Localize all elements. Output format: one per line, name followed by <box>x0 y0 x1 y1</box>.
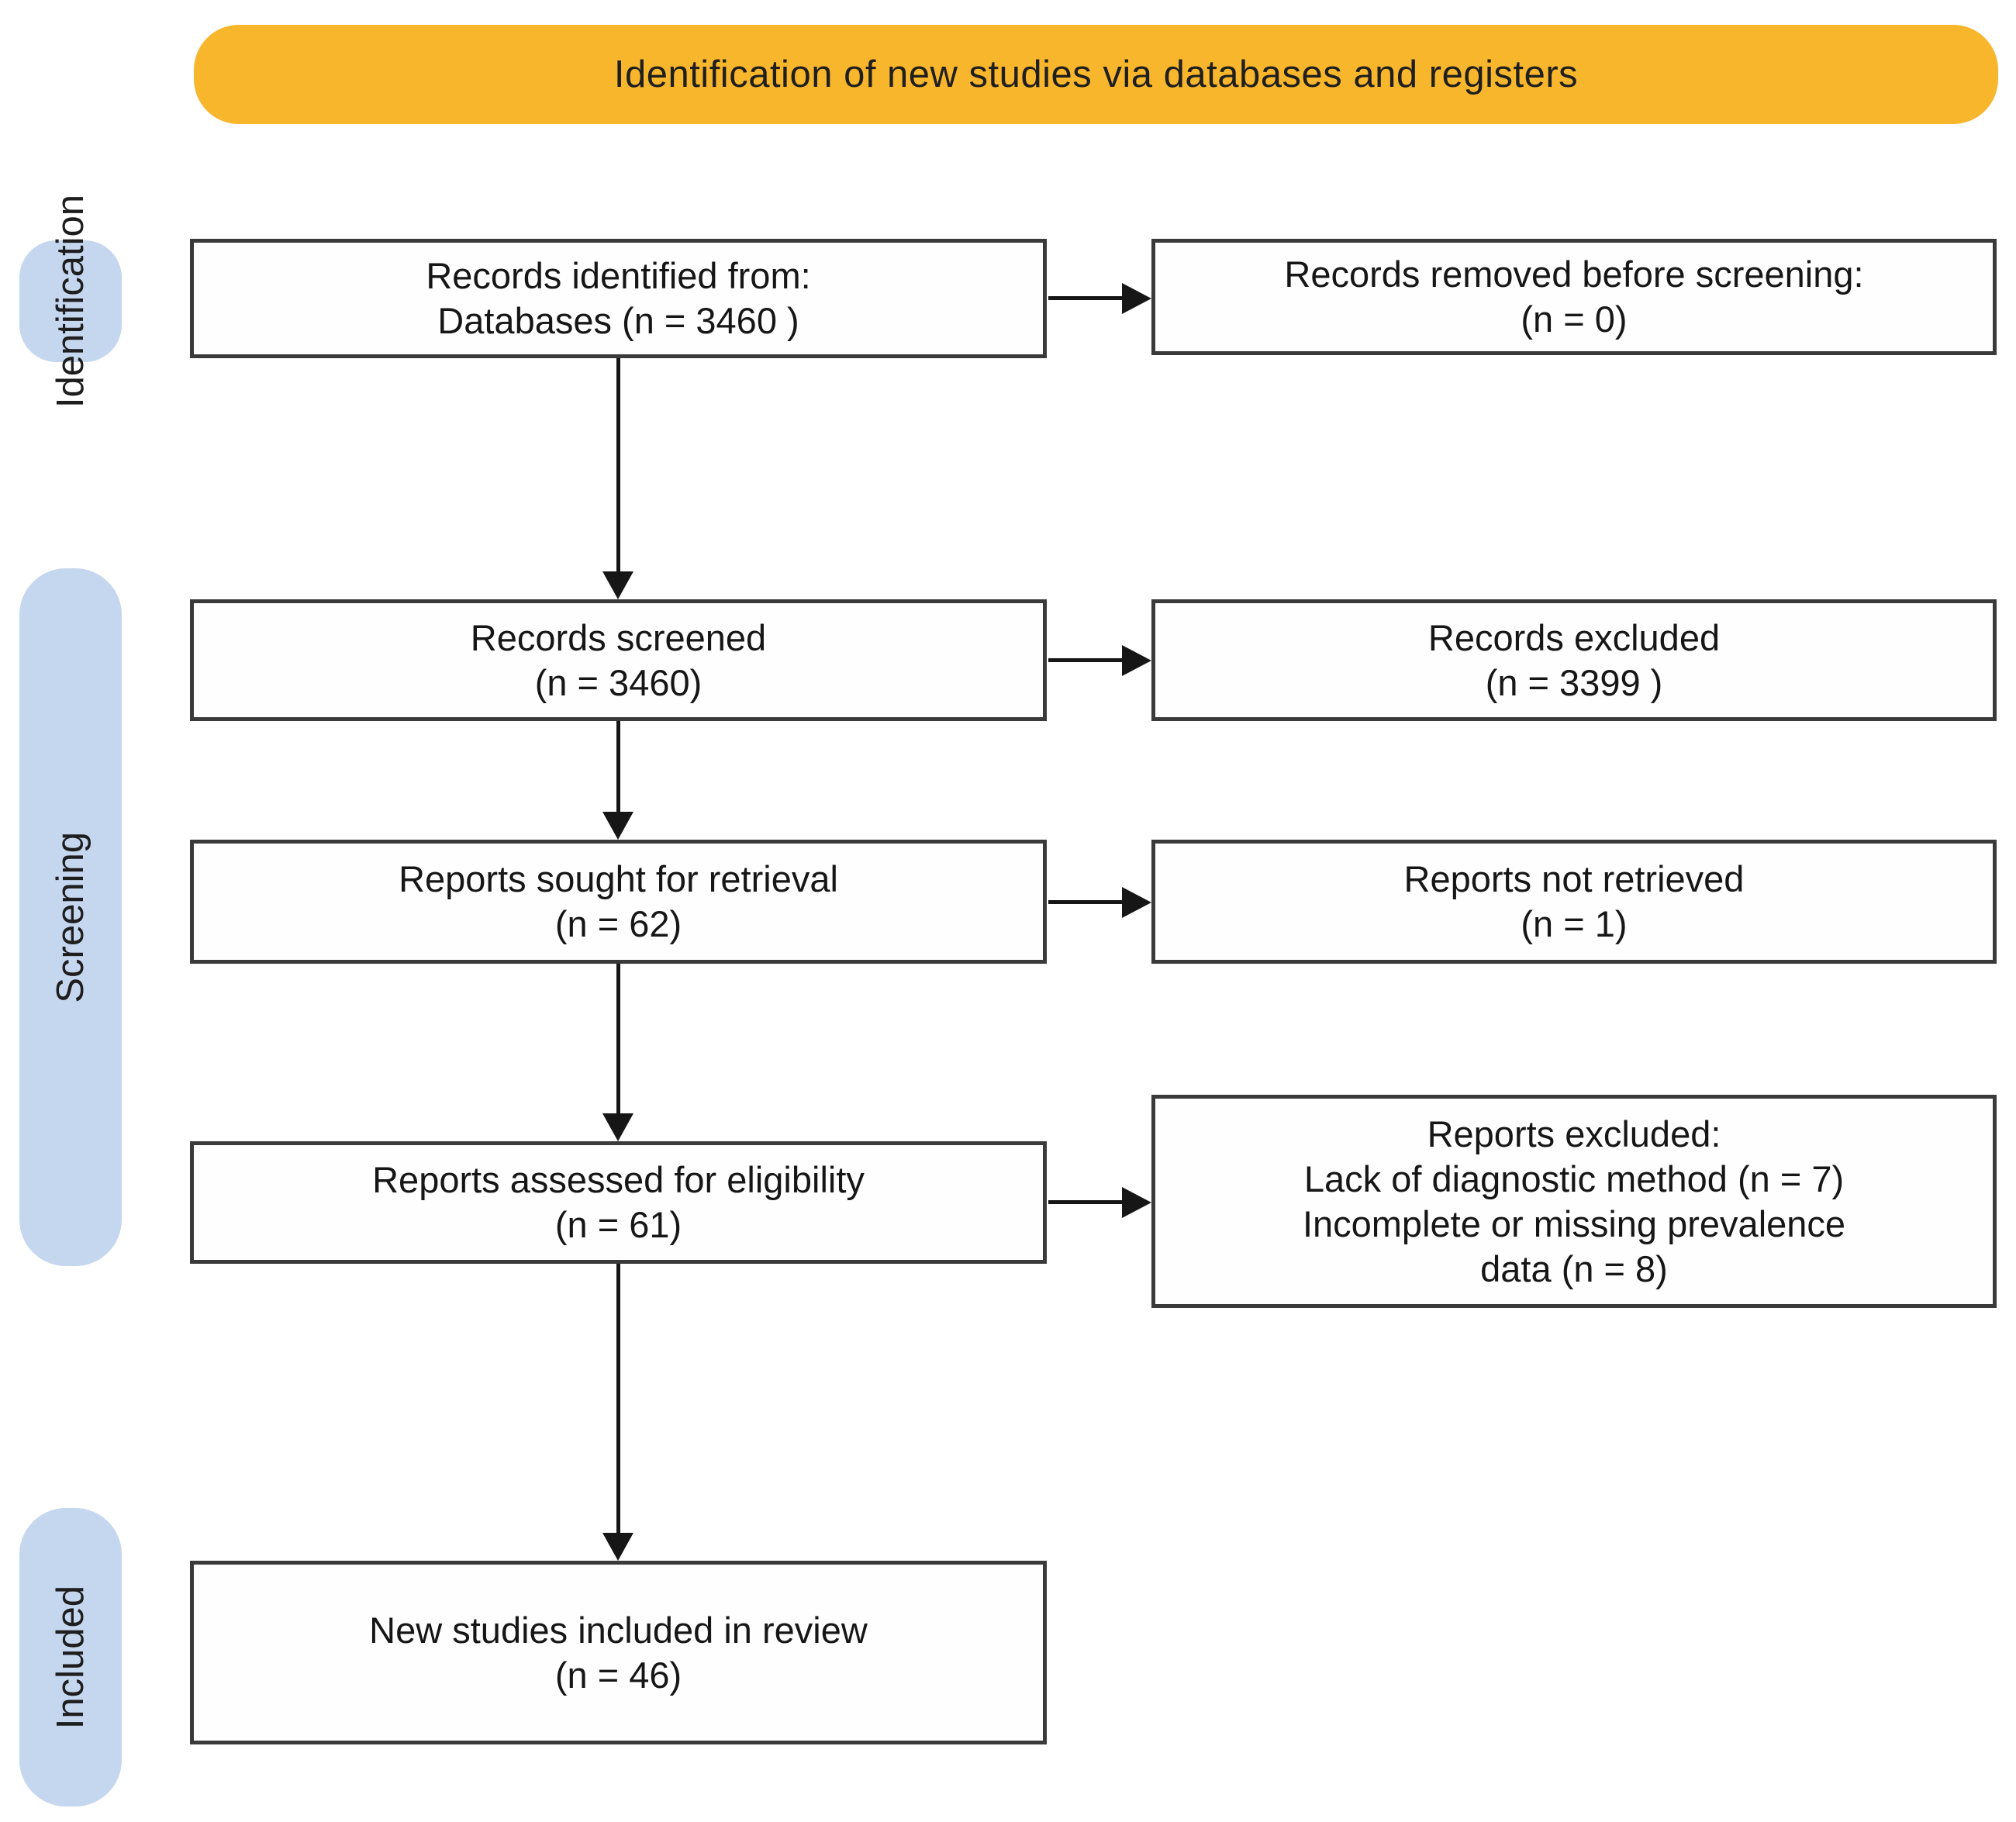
box-records-identified: Records identified from: Databases (n = … <box>190 239 1047 358</box>
box-records-removed: Records removed before screening: (n = 0… <box>1151 239 1997 355</box>
stage-included-label: Included <box>49 1585 91 1730</box>
arrow-identified-to-removed <box>1048 296 1122 300</box>
box-records-excluded-text: Records excluded (n = 3399 ) <box>1427 616 1721 703</box>
box-reports-excluded-text: Reports excluded: Lack of diagnostic met… <box>1302 1113 1846 1289</box>
arrow-sought-to-not-retrieved <box>1048 900 1122 904</box>
box-records-removed-text: Records removed before screening: (n = 0… <box>1284 254 1864 340</box>
arrow-down-icon <box>602 571 633 599</box>
box-records-excluded: Records excluded (n = 3399 ) <box>1151 599 1997 721</box>
banner: Identification of new studies via databa… <box>194 25 1998 124</box>
arrow-screened-to-excluded <box>1048 658 1122 662</box>
arrow-sought-to-assessed <box>616 964 620 1114</box>
box-records-screened-text: Records screened (n = 3460) <box>470 616 767 703</box>
box-reports-not-retrieved: Reports not retrieved (n = 1) <box>1151 840 1997 964</box>
stage-identification: Identification <box>19 195 122 408</box>
banner-title: Identification of new studies via databa… <box>613 53 1579 95</box>
arrow-right-icon <box>1122 283 1151 314</box>
box-reports-assessed: Reports assessed for eligibility (n = 61… <box>190 1141 1047 1264</box>
box-new-studies-included-text: New studies included in review (n = 46) <box>369 1609 868 1696</box>
box-reports-not-retrieved-text: Reports not retrieved (n = 1) <box>1403 858 1745 944</box>
box-reports-assessed-text: Reports assessed for eligibility (n = 61… <box>372 1159 865 1245</box>
box-records-identified-text: Records identified from: Databases (n = … <box>426 255 811 341</box>
stage-screening-label: Screening <box>49 831 91 1003</box>
arrow-screened-to-sought <box>616 721 620 813</box>
stage-screening: Screening <box>19 568 122 1266</box>
arrow-identified-to-screened <box>616 358 620 574</box>
arrow-right-icon <box>1122 887 1151 918</box>
stage-identification-label: Identification <box>49 194 91 409</box>
box-records-screened: Records screened (n = 3460) <box>190 599 1047 721</box>
stage-included: Included <box>19 1508 122 1806</box>
arrow-assessed-to-excluded <box>1048 1200 1122 1204</box>
arrow-right-icon <box>1122 1187 1151 1218</box>
box-new-studies-included: New studies included in review (n = 46) <box>190 1561 1047 1744</box>
arrow-down-icon <box>602 1113 633 1141</box>
arrow-down-icon <box>602 812 633 840</box>
arrow-right-icon <box>1122 645 1151 676</box>
box-reports-sought: Reports sought for retrieval (n = 62) <box>190 840 1047 964</box>
arrow-assessed-to-included <box>616 1264 620 1534</box>
arrow-down-icon <box>602 1533 633 1561</box>
box-reports-sought-text: Reports sought for retrieval (n = 62) <box>399 858 838 944</box>
box-reports-excluded: Reports excluded: Lack of diagnostic met… <box>1151 1095 1997 1308</box>
